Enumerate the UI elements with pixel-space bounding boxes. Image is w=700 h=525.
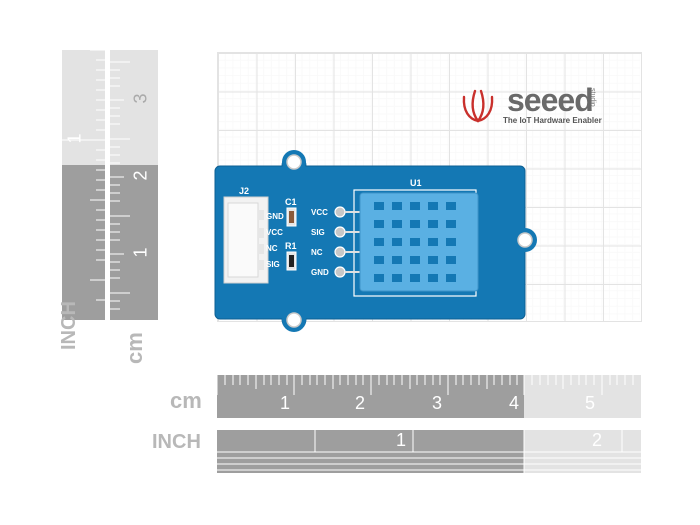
connector-pin-2: VCC xyxy=(266,228,283,237)
bottom-cm-number-2: 2 xyxy=(355,393,366,413)
left-cm-number-2: 2 xyxy=(130,170,151,181)
bottom-inch-number-2: 2 xyxy=(592,430,603,450)
bottom-cm-number-3: 3 xyxy=(432,393,443,413)
bottom-inch-label: INCH xyxy=(152,431,201,453)
sensor-pin-2: SIG xyxy=(311,228,325,237)
sensor-label: U1 xyxy=(410,178,422,188)
left-inch-number-1: 1 xyxy=(64,133,85,144)
left-inch-ticks xyxy=(62,50,105,301)
bottom-inch-number-1: 1 xyxy=(396,430,407,450)
brand-name: seeed xyxy=(507,82,594,118)
bottom-cm-label: cm xyxy=(170,388,202,413)
connector-pin-3: NC xyxy=(266,244,278,253)
sensor-pin-4: GND xyxy=(311,268,329,277)
brand-sub: studio xyxy=(589,88,596,107)
connector-pin-4: SIG xyxy=(266,260,280,269)
cap-label: C1 xyxy=(285,197,297,207)
grove-sensor-board: J2 C1 R1 U1 GND VCC NC SIG VCC SIG NC GN… xyxy=(214,150,537,332)
left-cm-number-1: 1 xyxy=(130,247,151,258)
bottom-cm-number-1: 1 xyxy=(280,393,291,413)
left-cm-label: cm xyxy=(122,332,147,364)
bottom-cm-ticks xyxy=(217,375,634,395)
bottom-inch-ticks xyxy=(217,430,641,473)
connector-label: J2 xyxy=(239,186,249,196)
left-cm-number-3: 3 xyxy=(130,93,151,104)
left-cm-ticks xyxy=(110,61,130,310)
connector-pin-1: GND xyxy=(266,212,284,221)
brand-tagline: The IoT Hardware Enabler xyxy=(503,116,602,125)
res-label: R1 xyxy=(285,241,297,251)
left-inch-label: INCH xyxy=(58,301,80,350)
seeed-leaf-icon xyxy=(462,89,494,123)
bottom-cm-number-4: 4 xyxy=(509,393,520,413)
sensor-pin-3: NC xyxy=(311,248,323,257)
bottom-cm-number-5: 5 xyxy=(585,393,596,413)
sensor-pin-1: VCC xyxy=(311,208,328,217)
